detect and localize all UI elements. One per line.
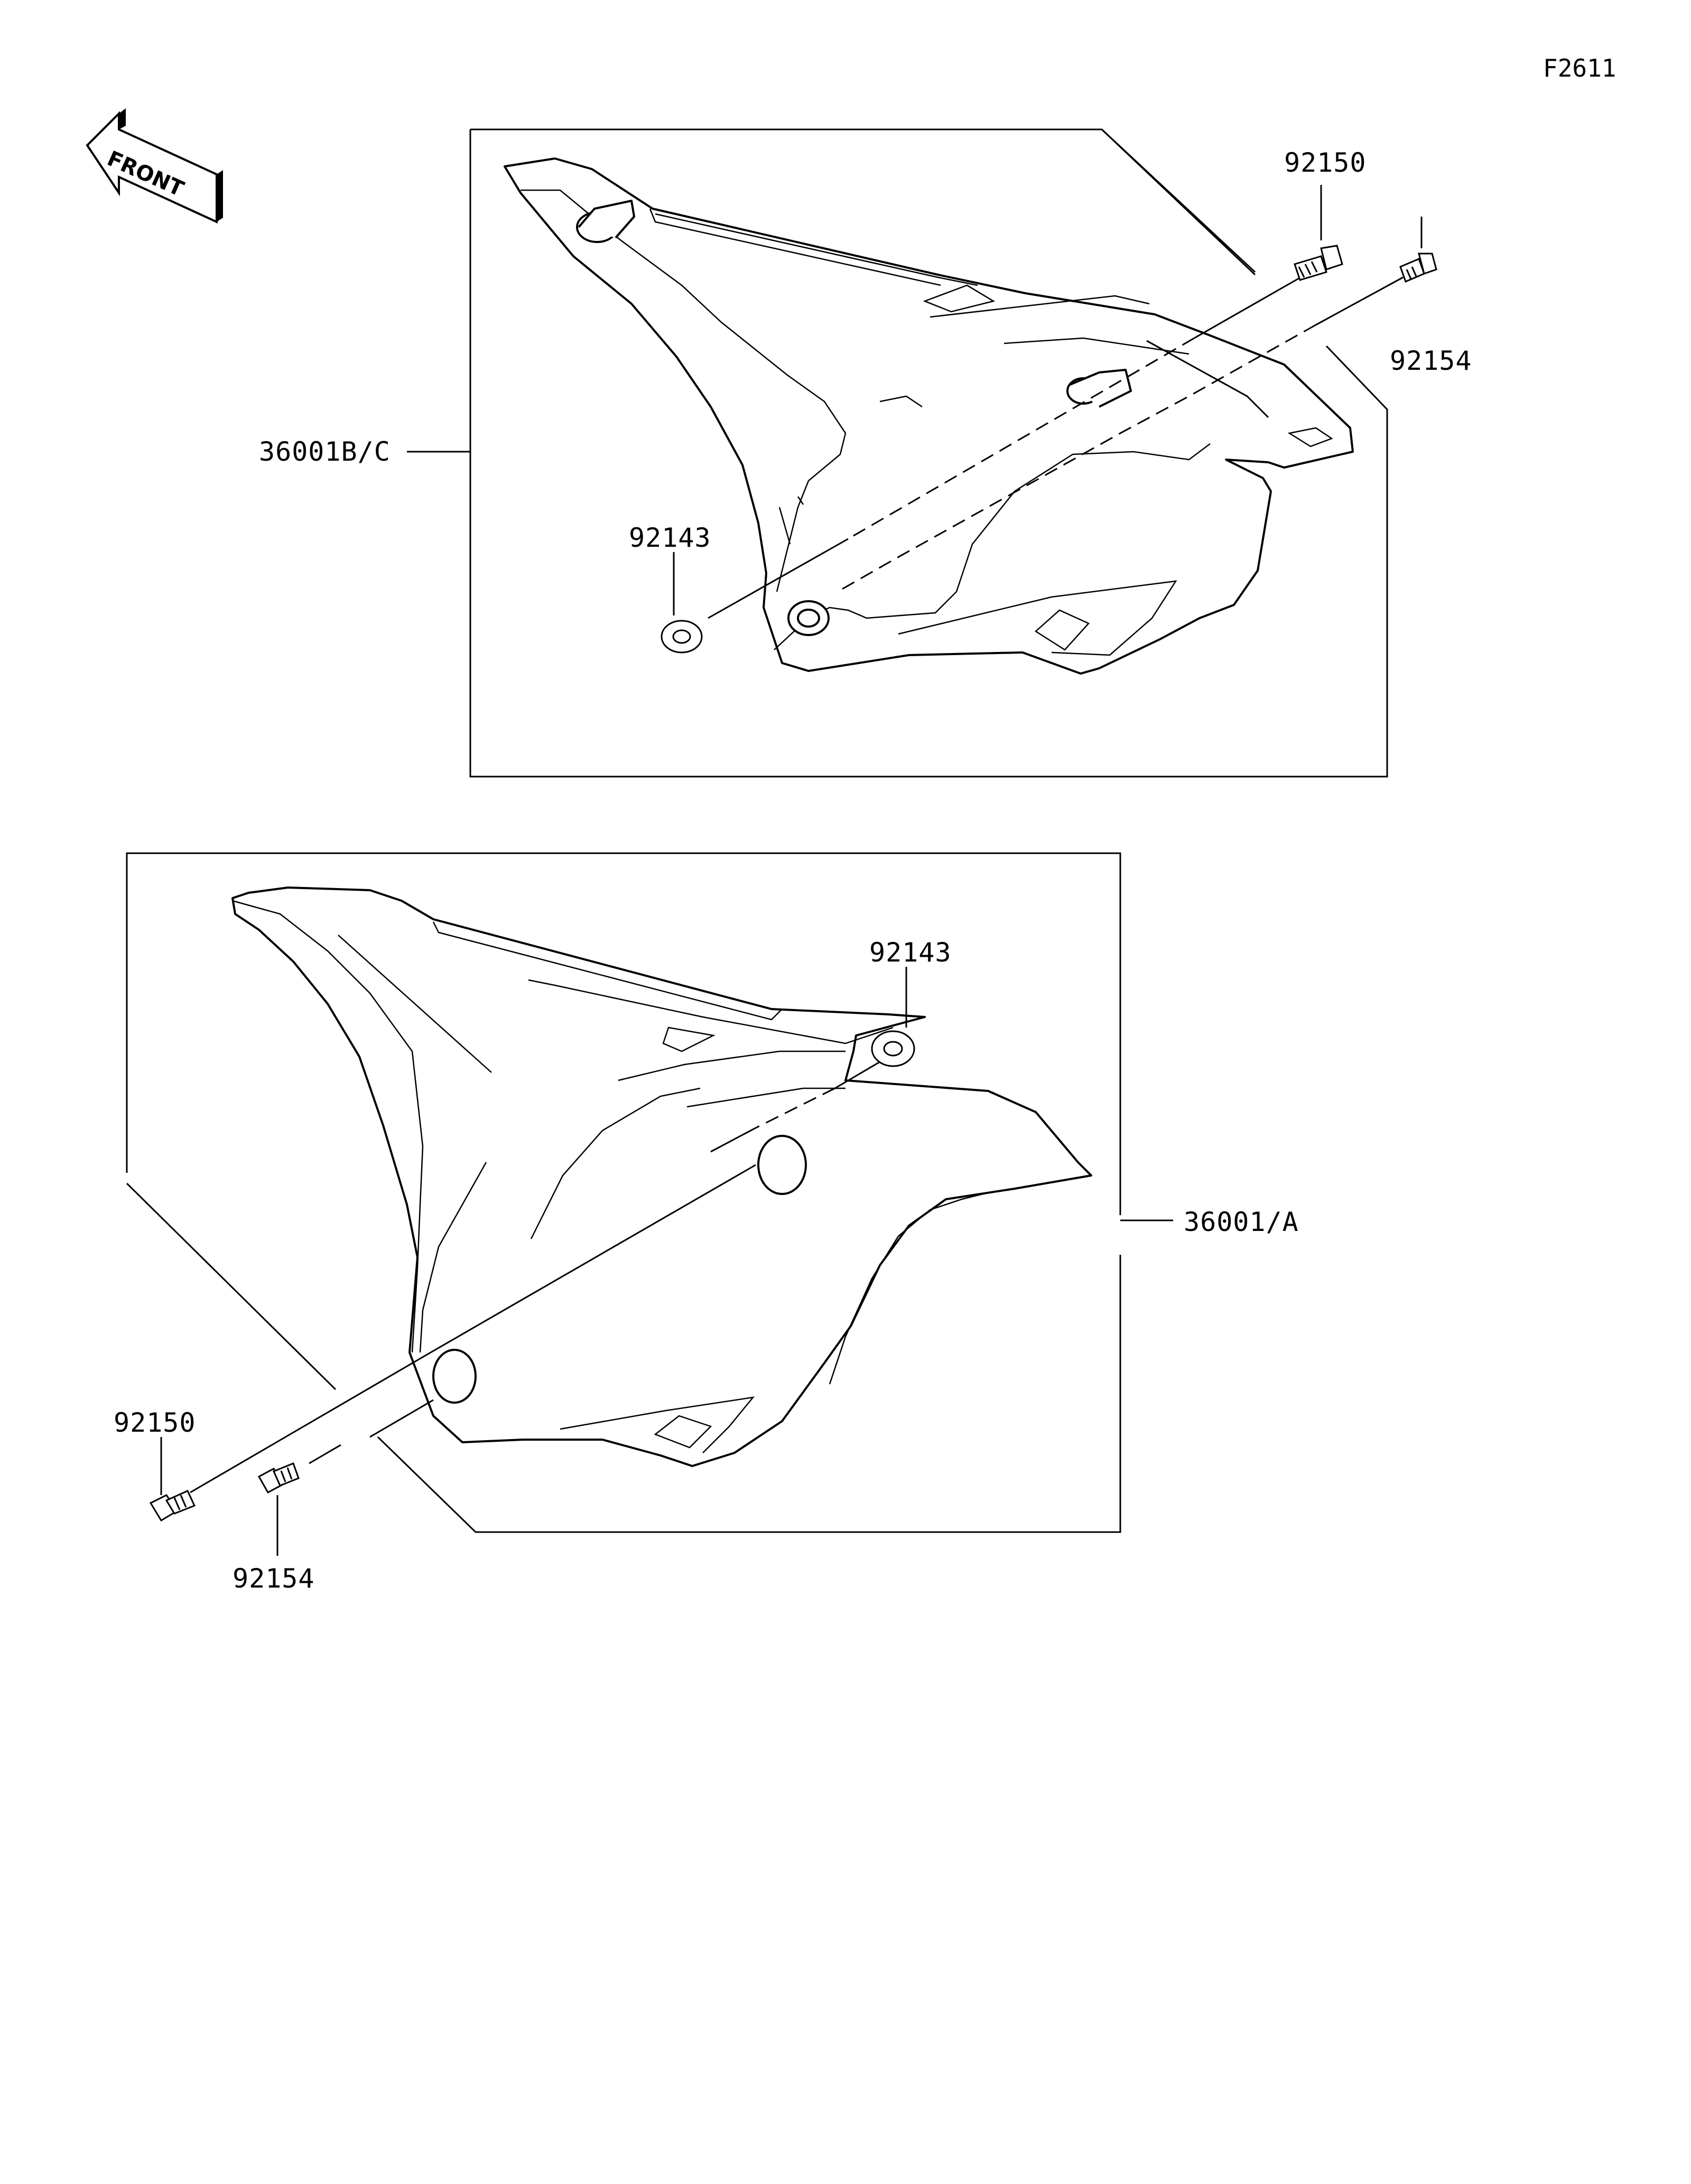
callout-collar-upper: 92143 — [629, 522, 711, 553]
callout-flange-bolt-upper: 92150 — [1284, 147, 1367, 178]
side-cover-upper — [504, 157, 1354, 675]
side-cover-lower — [231, 886, 1092, 1467]
collar-icon — [661, 620, 703, 654]
figure-code: F2611 — [1543, 54, 1616, 82]
flange-bolt-icon — [1294, 245, 1343, 281]
bolt-icon — [1399, 253, 1437, 283]
callout-bolt-upper: 92154 — [1390, 346, 1472, 376]
lower-assembly: 92143 36001/A 92150 92154 — [114, 852, 1299, 1594]
callout-flange-bolt-lower: 92150 — [114, 1407, 196, 1438]
collar-icon — [871, 1030, 915, 1067]
flange-bolt-icon — [149, 1490, 196, 1522]
callout-bolt-lower: 92154 — [233, 1563, 315, 1594]
upper-assembly: 36001B/C 92150 92154 92143 — [259, 128, 1472, 778]
callout-cover-upper: 36001B/C — [259, 436, 391, 467]
front-arrow-icon: FRONT — [86, 108, 223, 224]
bolt-icon — [257, 1462, 300, 1494]
callout-cover-lower: 36001/A — [1184, 1207, 1299, 1237]
callout-collar-lower: 92143 — [869, 937, 952, 968]
